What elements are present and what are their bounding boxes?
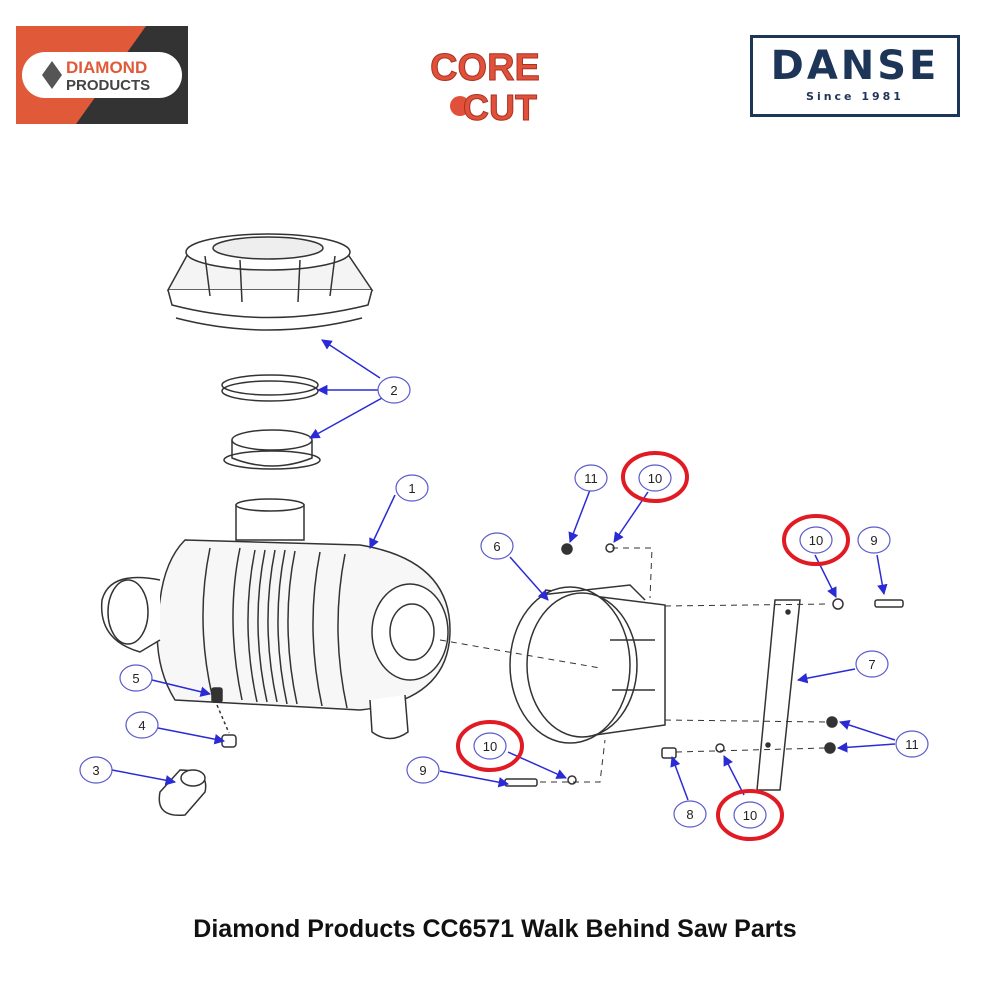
- hardware-drawing: [504, 543, 904, 787]
- callout-label-4: 4: [138, 718, 145, 733]
- hose-clamp-drawing: [221, 374, 319, 402]
- page-caption: Diamond Products CC6571 Walk Behind Saw …: [193, 915, 797, 943]
- callout-1: [395, 474, 429, 502]
- assembly-lines: [439, 547, 831, 783]
- callout-5: [119, 664, 153, 692]
- callout-label-2: 2: [390, 383, 397, 398]
- callout-6: [480, 532, 514, 560]
- highlight-ring-10b: [782, 514, 850, 566]
- callout-label-10a: 10: [648, 471, 662, 486]
- callout-label-9b: 9: [419, 763, 426, 778]
- corecut-logo-line2: CUT: [463, 87, 537, 126]
- diamond-logo-line2: PRODUCTS: [66, 77, 150, 94]
- callout-label-5: 5: [132, 671, 139, 686]
- callout-9b: [406, 756, 440, 784]
- saw-blade-icon: [450, 96, 470, 116]
- callout-10d: [733, 801, 767, 829]
- mounting-band-drawing: [509, 584, 666, 744]
- adapter-sleeve-drawing: [223, 429, 321, 470]
- callout-label-9a: 9: [870, 533, 877, 548]
- callout-2: [377, 376, 411, 404]
- danse-logo-tagline: Since 1981: [806, 90, 904, 103]
- callout-10a: [638, 464, 672, 492]
- air-cleaner-drawing: [100, 498, 451, 740]
- callout-3: [79, 756, 113, 784]
- callout-4: [125, 711, 159, 739]
- rain-cap-drawing: [166, 233, 374, 331]
- highlight-ring-10d: [716, 789, 784, 841]
- callout-label-7: 7: [868, 657, 875, 672]
- callout-8: [673, 800, 707, 828]
- callout-label-6: 6: [493, 539, 500, 554]
- highlight-rings: [456, 451, 850, 841]
- callout-10c: [473, 732, 507, 760]
- callout-11a: [574, 464, 608, 492]
- callout-label-3: 3: [92, 763, 99, 778]
- callout-label-8: 8: [686, 807, 693, 822]
- vacuator-valve-drawing: [158, 687, 237, 817]
- callout-label-11b: 11: [905, 737, 919, 752]
- danse-logo-name: DANSE: [770, 43, 940, 89]
- highlight-ring-10c: [456, 720, 524, 772]
- callout-bubbles: [79, 376, 929, 829]
- diamond-logo-line1: DIAMOND: [66, 58, 147, 77]
- callout-label-11a: 11: [584, 471, 598, 486]
- callout-label-10d: 10: [743, 808, 757, 823]
- diamond-products-logo: DIAMOND PRODUCTS: [16, 26, 188, 124]
- callout-label-1: 1: [408, 481, 415, 496]
- diamond-icon: [42, 61, 62, 89]
- callout-label-10b: 10: [809, 533, 823, 548]
- callout-9a: [857, 526, 891, 554]
- callout-7: [855, 650, 889, 678]
- callout-10b: [799, 526, 833, 554]
- core-cut-logo: CORE CUT: [430, 47, 541, 127]
- callout-label-10c: 10: [483, 739, 497, 754]
- callout-11b: [895, 730, 929, 758]
- support-strap-drawing: [756, 599, 801, 791]
- highlight-ring-10a: [621, 451, 689, 503]
- danse-logo: DANSE Since 1981: [750, 35, 960, 117]
- corecut-logo-line1: CORE: [430, 47, 540, 89]
